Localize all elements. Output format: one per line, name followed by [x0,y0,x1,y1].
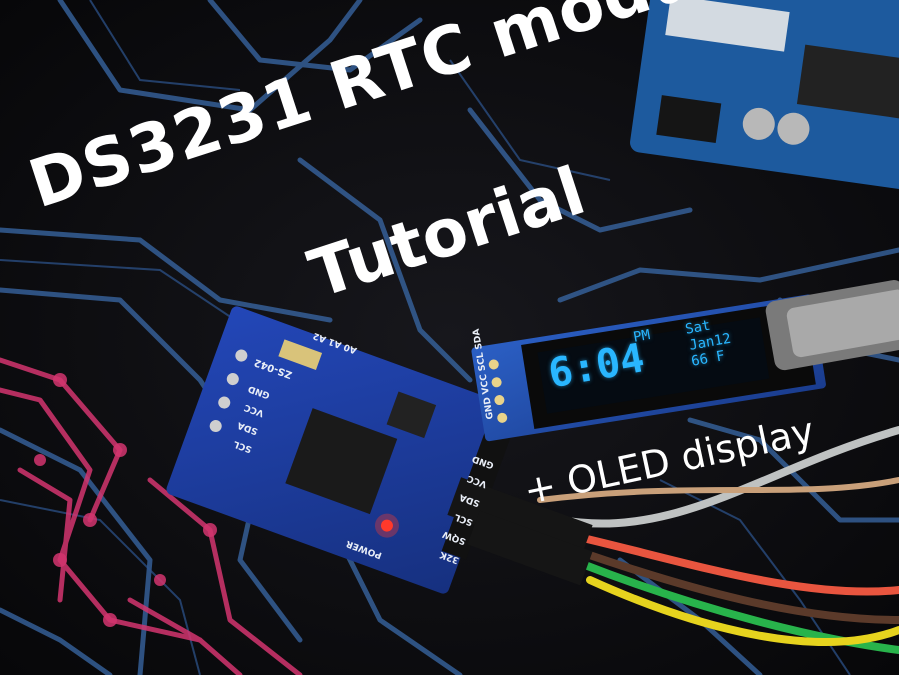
mat-circuit-traces-pink [0,357,303,675]
arduino-board [630,0,899,192]
mat-trace-pads [34,373,217,627]
oled-module [471,294,826,442]
oled-ampm-readout: PM [632,327,652,346]
header-connectors [447,477,593,586]
rtc-board [166,306,514,594]
clip-holder [765,280,899,371]
jumper-wires [537,426,899,654]
